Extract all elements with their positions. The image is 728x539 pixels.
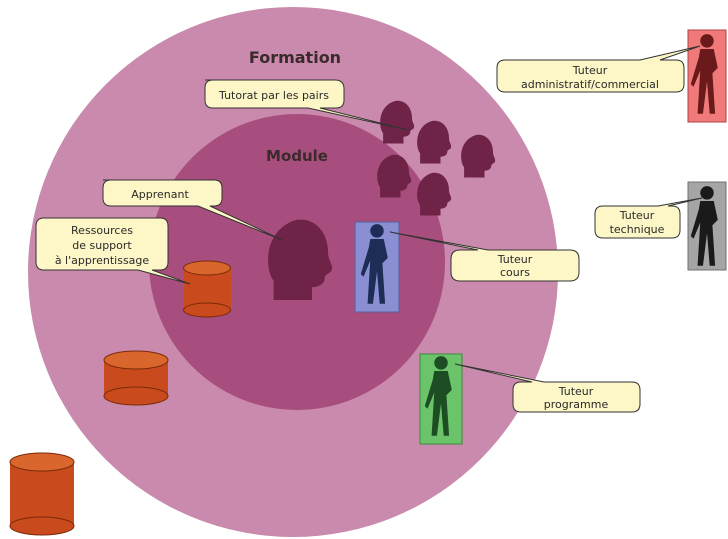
- resources-line-2: de support: [72, 239, 132, 252]
- callout-learner: Apprenant: [102, 179, 283, 241]
- callout-learner-text: Apprenant: [131, 188, 189, 201]
- callout-resources: Ressources de support à l'apprentissage: [35, 217, 191, 285]
- resources-line-3: à l'apprentissage: [55, 254, 150, 267]
- callout-program-tutor: Tuteur programme: [454, 363, 641, 413]
- course-tutor-line-2: cours: [500, 266, 530, 279]
- callout-peer-tutoring: Tutorat par les pairs: [204, 79, 409, 131]
- tech-tutor-line-1: Tuteur: [619, 209, 655, 222]
- admin-tutor-line-1: Tuteur: [572, 64, 608, 77]
- program-tutor-line-1: Tuteur: [558, 385, 594, 398]
- course-tutor-line-1: Tuteur: [497, 253, 533, 266]
- callout-peer-tutoring-text: Tutorat par les pairs: [218, 89, 329, 102]
- callout-course-tutor: Tuteur cours: [389, 231, 580, 282]
- program-tutor-line-2: programme: [544, 398, 609, 411]
- program-tutor-figure: [419, 353, 463, 445]
- course-tutor-figure: [354, 221, 400, 313]
- database-cylinder-icon: [9, 452, 75, 536]
- tech-tutor-line-2: technique: [610, 223, 665, 236]
- database-cylinder-icon: [183, 260, 231, 318]
- module-title: Module: [266, 147, 328, 165]
- admin-tutor-figure: [687, 29, 727, 123]
- callout-admin-tutor: Tuteur administratif/commercial: [496, 45, 701, 93]
- resources-line-1: Ressources: [71, 224, 133, 237]
- database-cylinder-icon: [103, 350, 169, 406]
- callout-tech-tutor: Tuteur technique: [594, 197, 703, 239]
- tech-tutor-figure: [687, 181, 727, 271]
- admin-tutor-line-2: administratif/commercial: [521, 78, 659, 91]
- formation-title: Formation: [249, 48, 341, 67]
